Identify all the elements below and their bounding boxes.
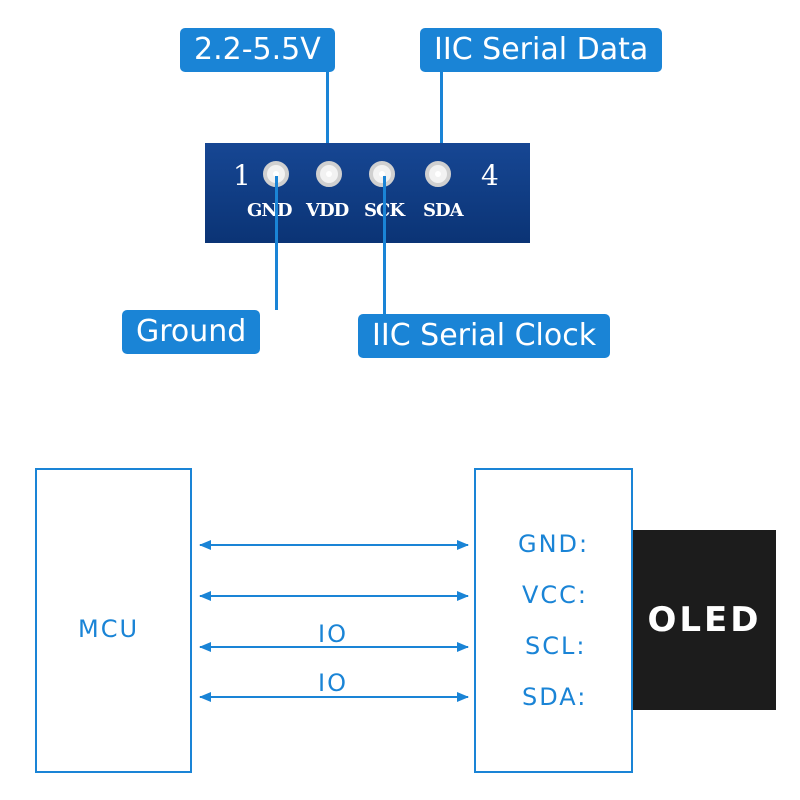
- callout-sck-description: IIC Serial Clock: [358, 314, 611, 358]
- oled-display-block: OLED: [633, 530, 776, 710]
- leader-line-sck: [383, 176, 386, 314]
- callout-sda-description: IIC Serial Data: [420, 28, 663, 72]
- oled-pin-box: [474, 468, 633, 773]
- leader-line-vdd: [326, 72, 329, 164]
- pin-sck-pad: [369, 161, 395, 187]
- pin-vdd-pad: [316, 161, 342, 187]
- pin-sda-pad: [425, 161, 451, 187]
- pin-number-first: 1: [233, 159, 251, 192]
- pin-number-last: 4: [481, 159, 499, 192]
- mcu-label: MCU: [78, 615, 140, 643]
- callout-vdd-range: 2.2-5.5V: [180, 28, 335, 72]
- oled-label: OLED: [647, 600, 762, 640]
- pcb-board: 1 4 GND VDD SCK SDA: [205, 143, 530, 243]
- callout-gnd-description: Ground: [122, 310, 261, 354]
- mcu-box: [35, 468, 192, 773]
- oled-pin-gnd: GND:: [518, 530, 590, 558]
- leader-line-gnd: [275, 176, 278, 310]
- oled-pin-scl: SCL:: [525, 632, 587, 660]
- pin-label-sda: SDA: [423, 200, 464, 221]
- pin-label-vdd: VDD: [306, 200, 349, 221]
- oled-pin-sda: SDA:: [522, 683, 588, 711]
- pin-label-gnd: GND: [247, 200, 292, 221]
- pcb-shading: [205, 143, 530, 243]
- leader-line-sda: [440, 72, 443, 164]
- oled-pin-vcc: VCC:: [522, 581, 589, 609]
